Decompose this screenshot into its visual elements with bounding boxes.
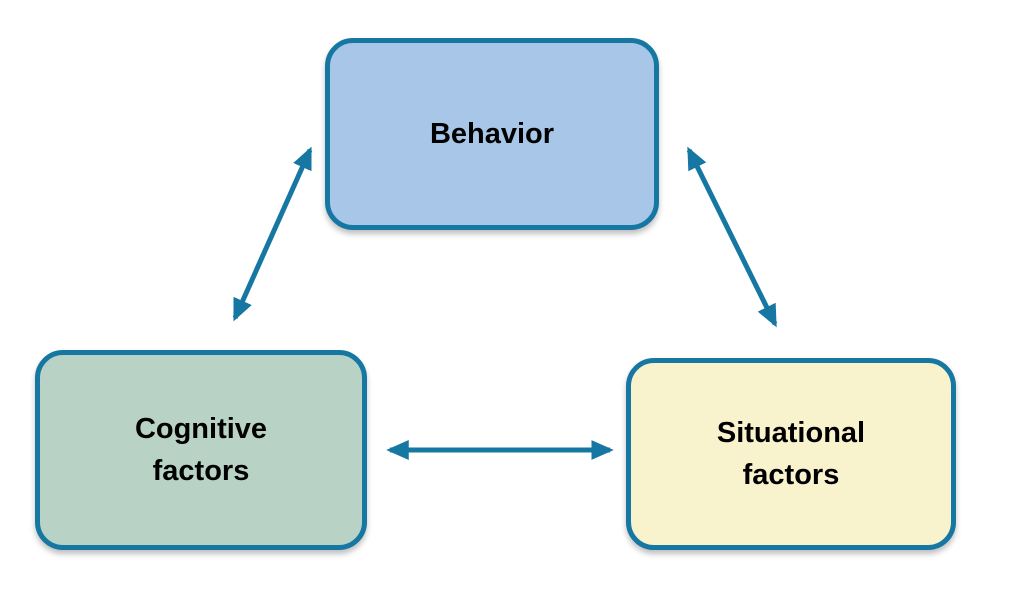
double-arrow-behavior-situational-icon	[686, 146, 778, 328]
double-arrow-behavior-cognitive-icon	[232, 146, 313, 322]
node-situational-factors: Situational factors	[626, 358, 956, 550]
node-cognitive-factors-label: Cognitive factors	[134, 412, 268, 487]
node-cognitive-factors: Cognitive factors	[35, 350, 367, 550]
node-behavior-label: Behavior	[429, 117, 555, 150]
node-behavior: Behavior	[325, 38, 659, 230]
node-situational-factors-label: Situational factors	[716, 416, 866, 491]
